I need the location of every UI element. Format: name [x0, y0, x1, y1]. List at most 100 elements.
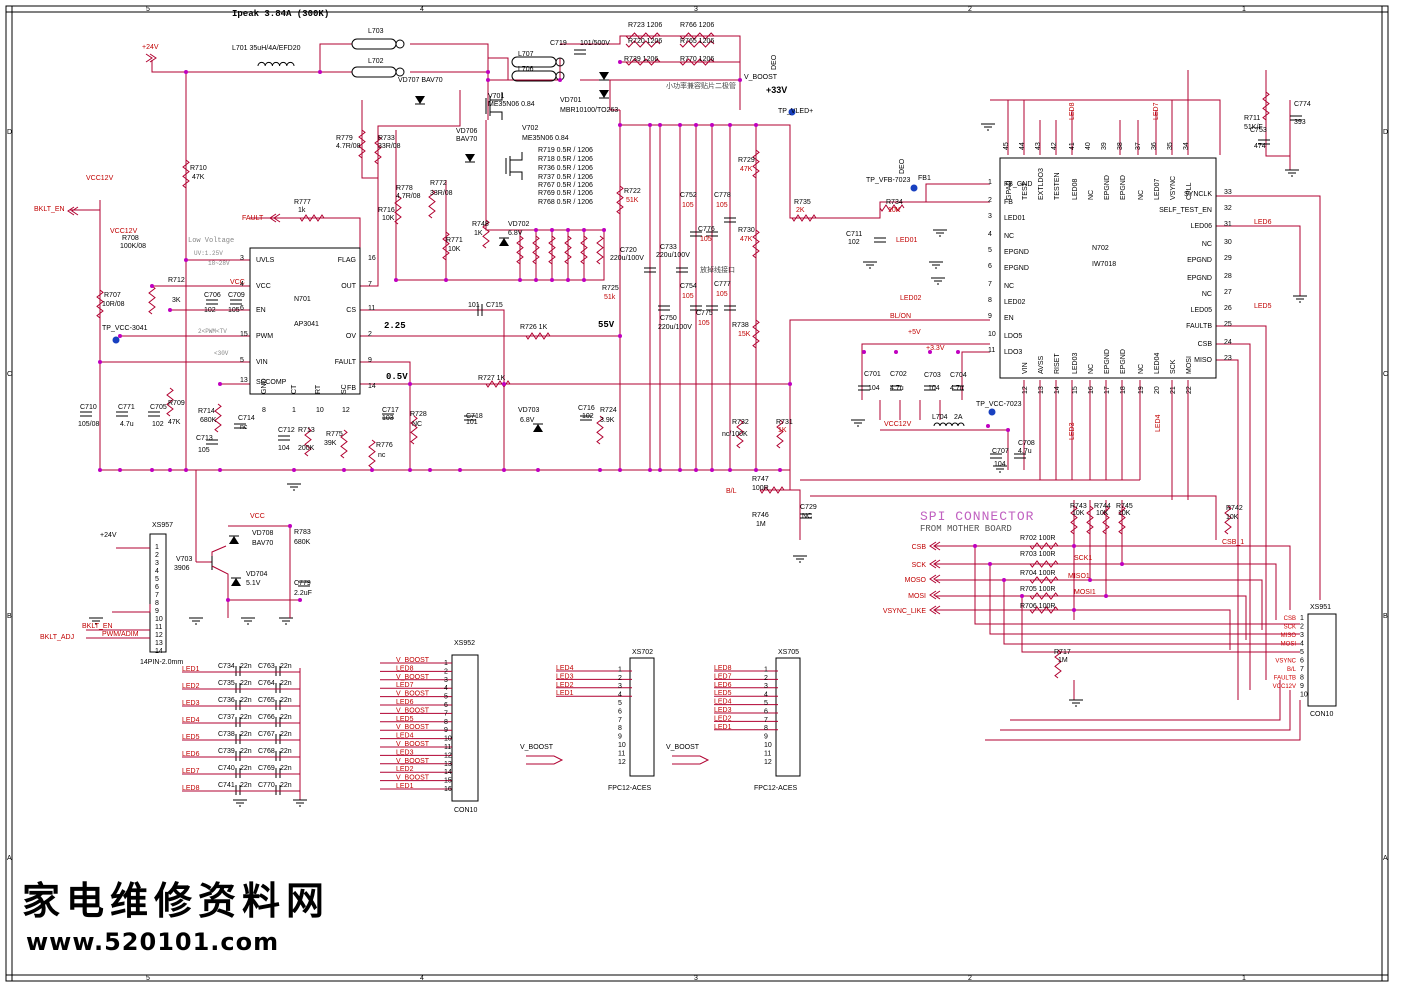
xs957-pin-num: 1 [155, 544, 159, 551]
junction-dot [710, 123, 714, 127]
diode-vd701 [599, 90, 609, 98]
ap3041-pin-num: 14 [368, 383, 376, 390]
resistor-v [304, 427, 312, 457]
component-label-r711v: 51K/F [1244, 124, 1263, 131]
row-label-c-r: C [1383, 371, 1388, 378]
xs705-pin-num: 8 [764, 725, 768, 732]
capbank-led-3: LED3 [182, 700, 200, 707]
component-label-r748v: 1K [474, 230, 483, 237]
resistor-h [1029, 592, 1059, 600]
inductor-l702 [395, 67, 405, 77]
col-label-2b: 2 [968, 975, 972, 982]
connector-part-xs705: FPC12-ACES [754, 785, 798, 792]
xs705-label-6: LED2 [714, 715, 732, 722]
resistor-h [485, 380, 511, 388]
component-label-r777v: 1k [298, 207, 306, 214]
junction-dot [728, 123, 732, 127]
connector-ref-xs952: XS952 [454, 640, 475, 647]
iw7018-pin-num: 9 [988, 313, 992, 320]
component-label-r733v: 33R/08 [378, 143, 401, 150]
junction-dot [408, 468, 412, 472]
component-label-v701v: ME35N06 0.84 [488, 101, 535, 108]
xs705-label-1: LED7 [714, 673, 732, 680]
connector-part-xs702: FPC12-ACES [608, 785, 652, 792]
component-label-c779v: 2.2uF [294, 590, 312, 597]
junction-dot [486, 78, 490, 82]
connector-ref-xs705: XS705 [778, 649, 799, 656]
xs705-pin-num: 10 [764, 742, 772, 749]
resistor-h [679, 40, 715, 48]
mosfet-symbol [490, 111, 503, 120]
inductor-l701 [257, 61, 295, 67]
xs951-pin-num: 6 [1300, 658, 1304, 665]
spi-arrow [929, 590, 937, 600]
component-label-c733: C733 [660, 244, 677, 251]
component-label-c711v: 102 [848, 239, 860, 246]
ap3041-pin-num: 11 [368, 305, 375, 312]
component-label-tp_vcc3041: TP_VCC-3041 [102, 325, 148, 332]
component-label-r776: R776 [376, 442, 393, 449]
capbank-led-6: LED6 [182, 751, 200, 758]
resistor-v [428, 189, 436, 219]
junction-dot [184, 70, 188, 74]
col-label-3: 3 [694, 6, 698, 13]
component-label-r706: R706 100R [1020, 603, 1055, 610]
iw7018-pin-nc: NC [1004, 283, 1014, 290]
iw7018-pin-num: 19 [1138, 386, 1145, 394]
component-label-r727: R727 1K [478, 375, 506, 382]
component-label-vd704v: 5.1V [246, 580, 261, 587]
inductor-l704 [933, 422, 965, 427]
spi-subtitle: FROM MOTHER BOARD [920, 524, 1012, 534]
junction-dot [486, 70, 490, 74]
iw7018-pin-num: 15 [1072, 386, 1079, 394]
xs702-pin-num: 5 [618, 700, 622, 707]
iw7018-pin-num: 43 [1035, 142, 1042, 150]
junction-dot [710, 468, 714, 472]
component-label-r716v: 10K [382, 215, 395, 222]
component-label-r729v: 47K [740, 166, 753, 173]
junction-dot [598, 468, 602, 472]
diode-vd708 [229, 536, 239, 544]
row-label-d-r: D [1383, 129, 1388, 136]
component-label-r779v: 4.7R/08 [336, 143, 361, 150]
component-label-c708: C708 [1018, 440, 1035, 447]
iw7018-pin-num: 8 [988, 297, 992, 304]
col-label-4: 4 [420, 6, 424, 13]
component-label-vd701: VD701 [560, 97, 582, 104]
spi-arrow [933, 559, 941, 569]
junction-dot [738, 78, 742, 82]
component-label-c733v: 220u/100V [656, 252, 690, 259]
component-label-r713v: 200K [298, 445, 315, 452]
component-label-v702v: ME35N06 0.84 [522, 135, 569, 142]
iw7018-pin-num: 26 [1224, 305, 1232, 312]
note-plus33v: +33V [766, 85, 787, 95]
spi-arrow [929, 605, 937, 615]
component-label-vd704: VD704 [246, 571, 268, 578]
component-label-c714: C714 [238, 415, 255, 422]
junction-dot [218, 382, 222, 386]
component-label-c703: C703 [924, 372, 941, 379]
iw7018-pin-led01: LED01 [1004, 215, 1026, 222]
component-label-r731v: 1K [778, 427, 787, 434]
ap3041-pin-flag: FLAG [338, 257, 356, 264]
component-label-r766: R766 1206 [680, 22, 714, 29]
junction-dot [658, 123, 662, 127]
spi-signal-mosi: MOSI [908, 593, 926, 600]
resistor-v [214, 403, 222, 433]
junction-dot [218, 468, 222, 472]
resistor-v [410, 415, 418, 445]
ic-ap3041 [249, 247, 361, 395]
iw7018-pin-nc: NC [1202, 241, 1212, 248]
xs705-label-3: LED5 [714, 690, 732, 697]
resistor-v [368, 439, 376, 469]
xs952-label-10: V_BOOST [396, 741, 430, 748]
iw7018-pin-testen: TESTEN [1054, 172, 1061, 200]
xs951-label-5: VSYNC [1275, 659, 1296, 665]
component-label-c702: C702 [890, 371, 907, 378]
component-label-r716: R716 [378, 207, 395, 214]
diode-vd707 [415, 96, 425, 104]
resistor-v [182, 159, 190, 189]
xs957-pin-num: 7 [155, 592, 159, 599]
component-label-v701: V701 [488, 93, 504, 100]
component-label-r735: R735 [794, 199, 811, 206]
